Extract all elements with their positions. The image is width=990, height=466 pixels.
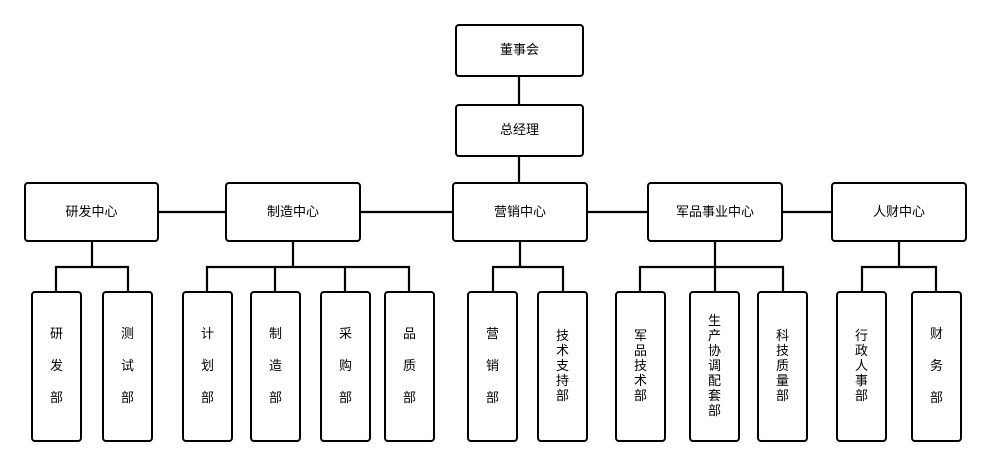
node-general-manager-label: 总经理: [499, 123, 539, 138]
node-dept-rnd-label: 研发部: [49, 326, 63, 406]
connector-mfg-depts: [205, 265, 411, 292]
node-hr-finance-center-label: 人财中心: [872, 204, 925, 220]
node-dept-quality-label: 品质部: [402, 326, 416, 406]
node-dept-finance: 财务部: [911, 291, 962, 442]
node-dept-rnd: 研发部: [31, 291, 82, 442]
connector-hr-depts: [860, 265, 938, 292]
node-dept-production-coordination-label: 生产协调配套部: [707, 314, 721, 419]
node-board-label: 董事会: [499, 43, 539, 58]
connector-rnd-depts: [54, 265, 130, 292]
node-dept-tech-quality-label: 科技质量部: [775, 329, 789, 404]
node-dept-marketing: 营销部: [467, 291, 518, 442]
node-dept-test: 测试部: [102, 291, 153, 442]
node-dept-tech-support-label: 技术支持部: [555, 329, 569, 404]
node-dept-production-coordination: 生产协调配套部: [689, 291, 740, 442]
node-dept-manufacturing-label: 制造部: [268, 326, 282, 406]
node-military-business-center: 军品事业中心: [647, 182, 783, 242]
connector-sales-depts: [491, 265, 565, 292]
node-dept-manufacturing: 制造部: [250, 291, 301, 442]
node-dept-marketing-label: 营销部: [485, 326, 499, 406]
node-dept-tech-support: 技术支持部: [537, 291, 588, 442]
connector-mil-depts: [638, 265, 785, 292]
node-rnd-center-label: 研发中心: [65, 204, 118, 220]
node-hr-finance-center: 人财中心: [831, 182, 967, 242]
node-dept-military-tech: 军品技术部: [615, 291, 666, 442]
node-dept-test-label: 测试部: [120, 326, 134, 406]
node-dept-quality: 品质部: [384, 291, 435, 442]
node-dept-purchasing-label: 采购部: [338, 326, 352, 406]
node-dept-tech-quality: 科技质量部: [757, 291, 808, 442]
node-marketing-center: 营销中心: [452, 182, 588, 242]
node-dept-planning-label: 计划部: [200, 326, 214, 406]
node-military-business-center-label: 军品事业中心: [675, 204, 754, 220]
node-general-manager: 总经理: [455, 104, 584, 157]
node-dept-admin-hr-label: 行政人事部: [854, 329, 868, 404]
node-rnd-center: 研发中心: [24, 182, 159, 242]
node-dept-purchasing: 采购部: [320, 291, 371, 442]
node-dept-planning: 计划部: [182, 291, 233, 442]
node-manufacturing-center: 制造中心: [225, 182, 361, 242]
node-dept-finance-label: 财务部: [929, 326, 943, 406]
node-dept-admin-hr: 行政人事部: [836, 291, 887, 442]
node-marketing-center-label: 营销中心: [493, 204, 546, 220]
node-dept-military-tech-label: 军品技术部: [633, 329, 647, 404]
node-board: 董事会: [455, 24, 584, 77]
node-manufacturing-center-label: 制造中心: [266, 204, 319, 220]
